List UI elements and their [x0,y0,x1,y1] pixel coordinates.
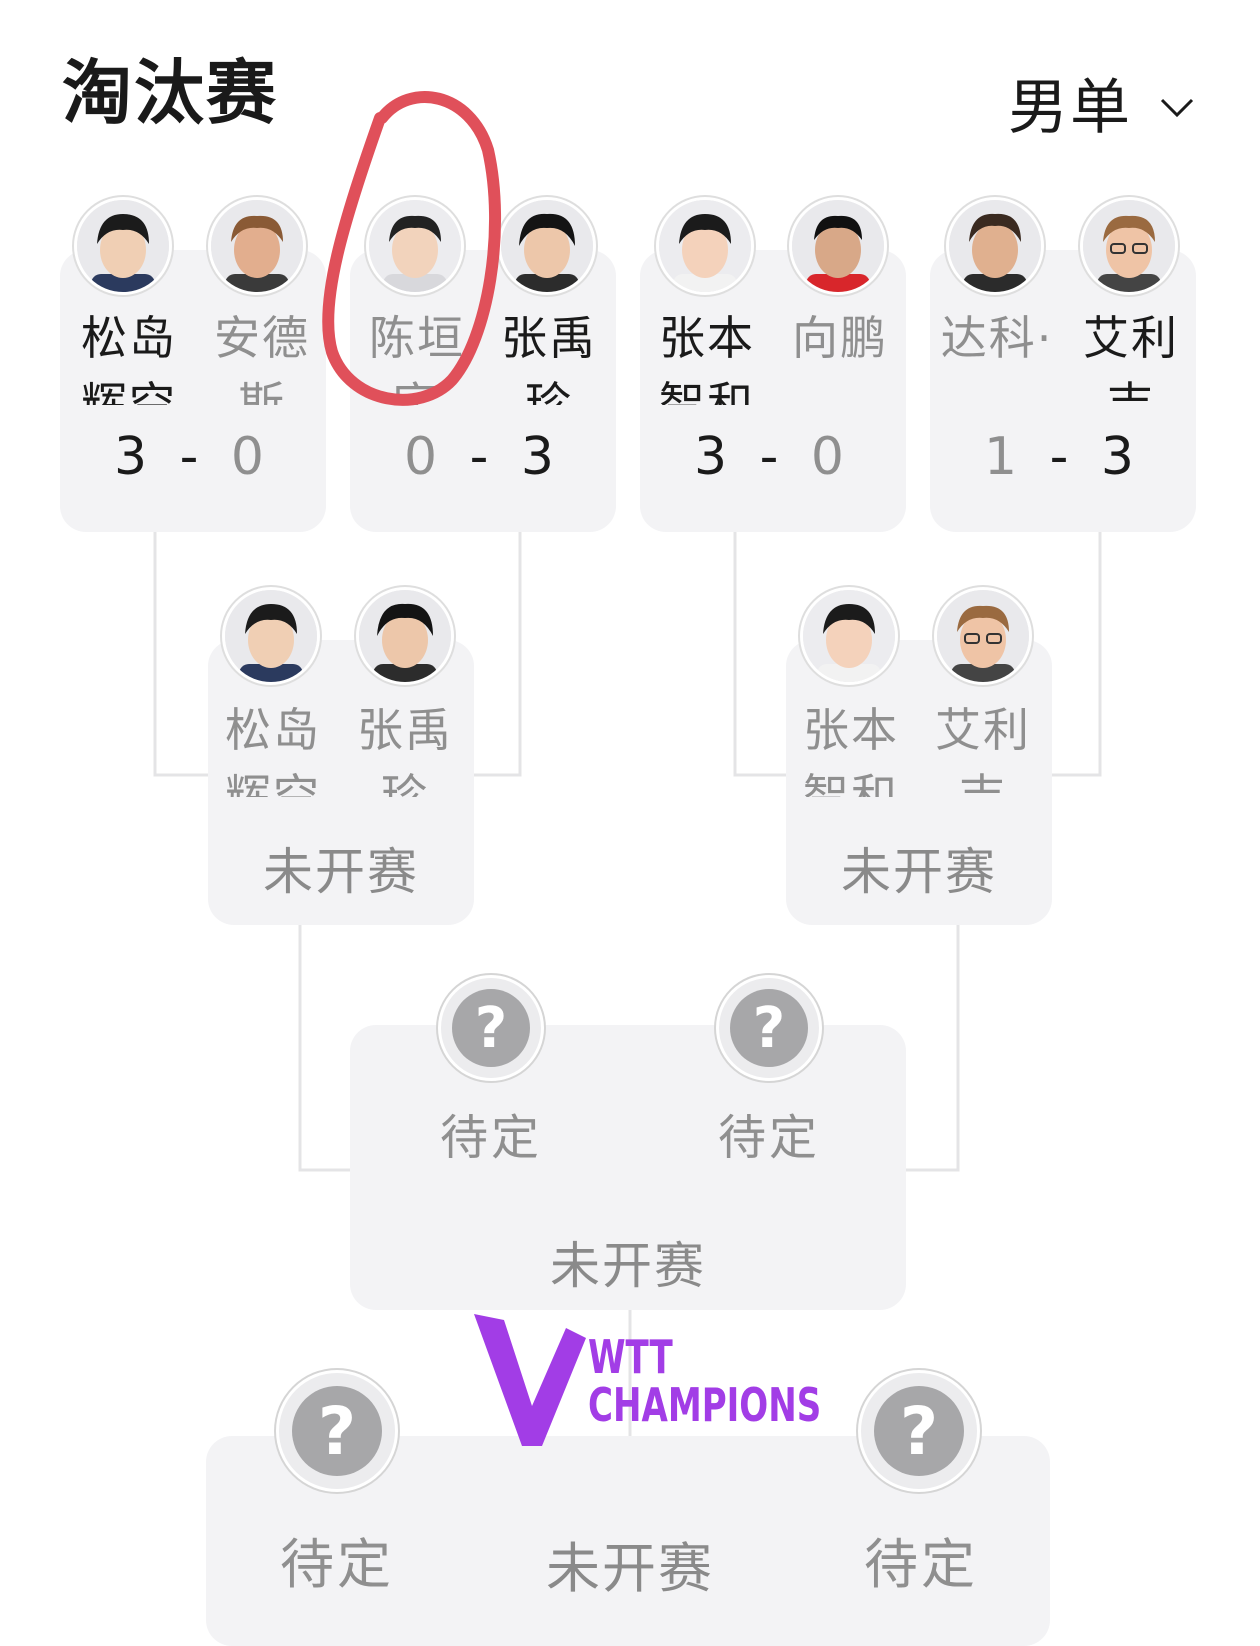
page-title: 淘汰赛 [62,52,278,134]
match-score: 1 - 3 [983,427,1142,487]
player-avatar [1080,197,1178,295]
player-name: 张本智和 [659,311,755,405]
match-card-r1-4[interactable] [930,250,1196,532]
player-avatar [789,197,887,295]
placeholder-avatar-icon: ? [858,1370,980,1492]
match-card-semi-2[interactable] [786,640,1052,925]
tbd-label: 待定 [717,1110,820,1166]
event-selector[interactable]: 男单 [1008,78,1194,138]
player-avatar [934,587,1032,685]
match-score: 3 - 0 [693,427,852,487]
match-card-r1-1[interactable] [60,250,326,532]
player-name: 松岛辉空 [81,311,177,405]
player-avatar [800,587,898,685]
tbd-label: 待定 [280,1533,394,1596]
player-name: 向鹏 [792,311,888,365]
player-name: 艾利吉 [935,703,1031,797]
player-name: 张禹珍 [357,703,453,797]
player-avatar [222,587,320,685]
player-avatar [946,197,1044,295]
match-score: 0 - 3 [403,427,562,487]
placeholder-avatar-icon: ? [716,975,822,1081]
player-name: 陈垣宇 [369,311,465,405]
player-avatar [208,197,306,295]
player-name: 安德斯 [214,311,310,405]
player-name: 张禹珍 [501,311,597,405]
match-score: 3 - 0 [113,427,272,487]
player-name: 松岛辉空 [225,703,321,797]
match-status: 未开赛 [550,1237,706,1295]
player-avatar [74,197,172,295]
logo-text: CHAMPIONS [588,1378,822,1432]
player-avatar [356,587,454,685]
player-name: 艾利吉 [1083,311,1179,405]
match-status: 未开赛 [841,843,997,901]
match-status: 未开赛 [546,1537,714,1600]
placeholder-avatar-icon: ? [276,1370,398,1492]
match-card-r1-3[interactable] [640,250,906,532]
tbd-label: 待定 [864,1533,978,1596]
event-selector-label: 男单 [1008,73,1132,143]
player-avatar [366,197,464,295]
player-name: 达科· [940,311,1054,365]
tbd-label: 待定 [439,1110,542,1166]
wtt-champions-logo: WTT CHAMPIONS [470,1310,821,1454]
chevron-down-icon [1160,98,1194,118]
match-status: 未开赛 [263,843,419,901]
match-card-final[interactable] [350,1025,906,1310]
logo-text: WTT [588,1330,673,1384]
wtt-logo-icon [474,1314,586,1446]
player-avatar [656,197,754,295]
player-avatar [498,197,596,295]
match-card-semi-1[interactable] [208,640,474,925]
player-name: 张本智和 [803,703,899,797]
placeholder-avatar-icon: ? [438,975,544,1081]
